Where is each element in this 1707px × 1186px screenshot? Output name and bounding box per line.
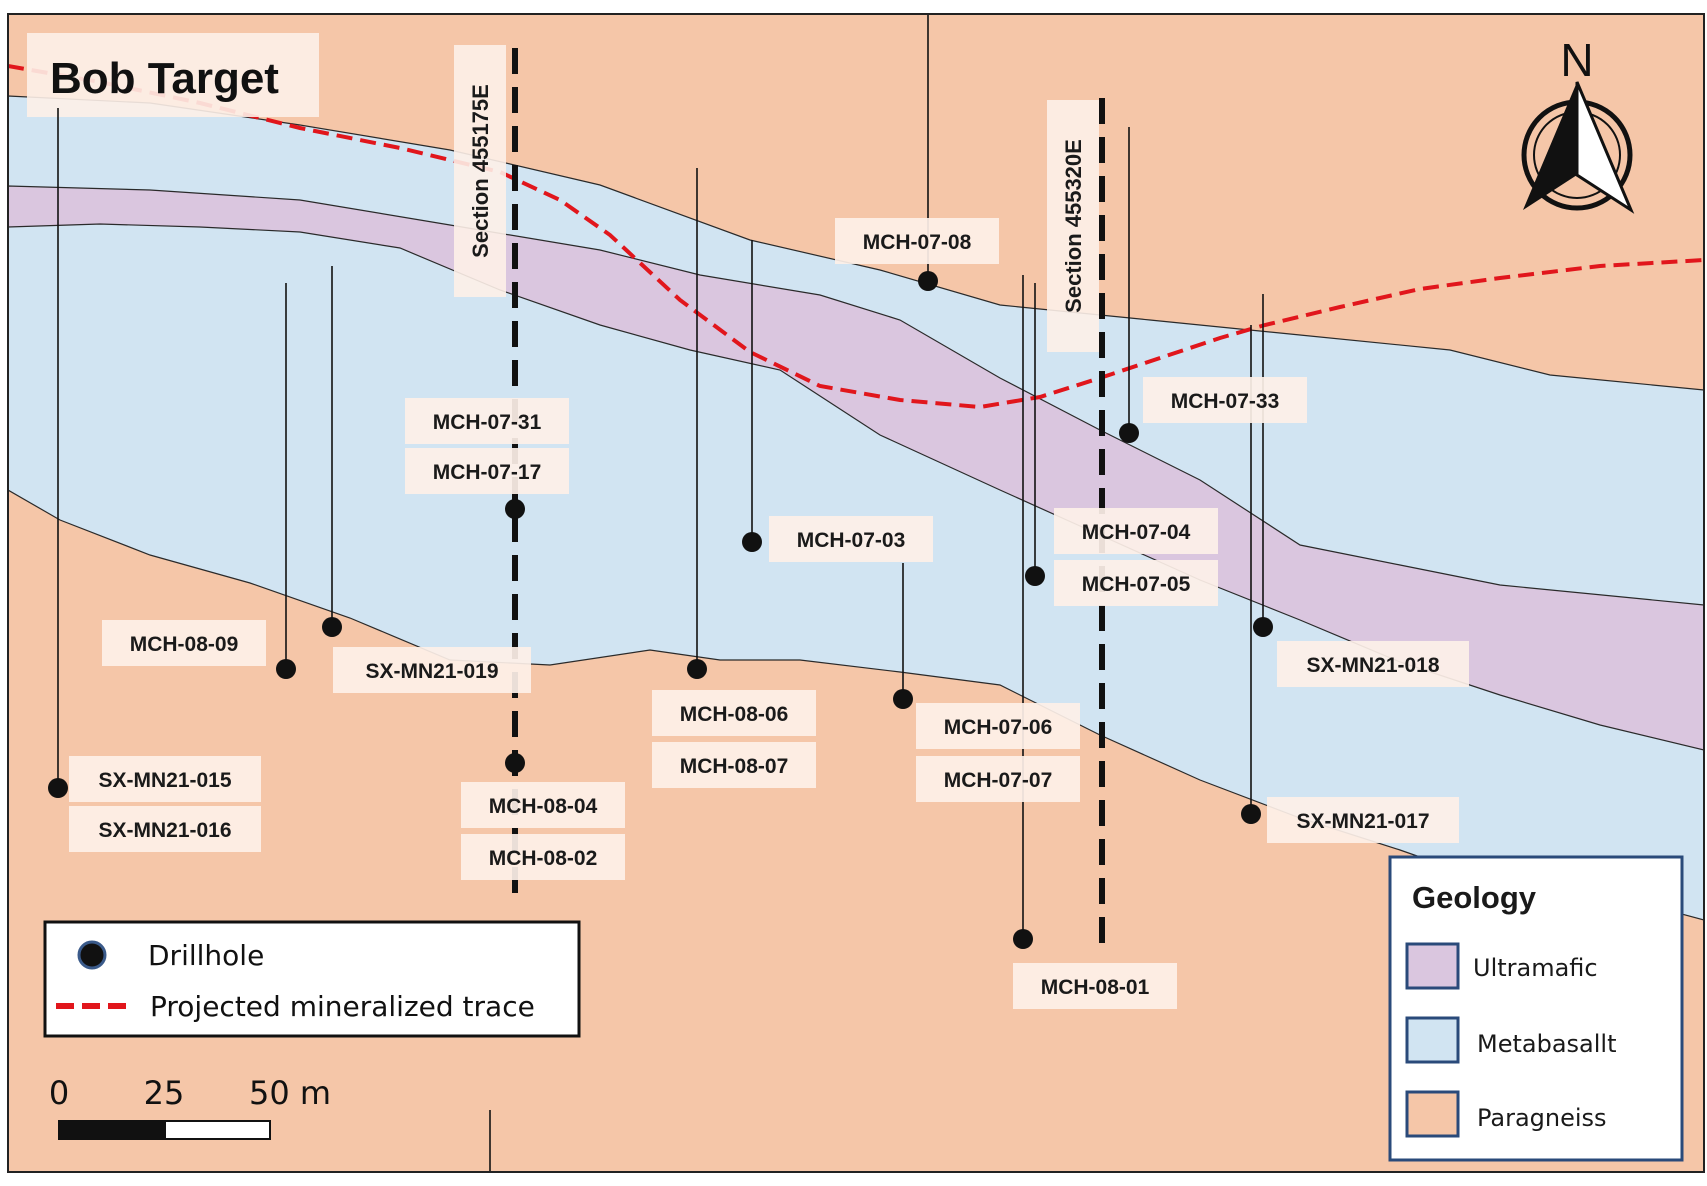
drillhole-label: MCH-07-17 (405, 448, 569, 494)
legend-label-ultramafic: Ultramafic (1473, 954, 1598, 982)
drillhole-label-text: MCH-07-03 (797, 529, 906, 552)
ultramafic-unit (8, 185, 1704, 751)
drillhole-label-text: MCH-07-33 (1171, 390, 1280, 413)
drillhole-label-text: MCH-07-05 (1082, 573, 1191, 596)
drillhole-label: MCH-08-09 (102, 620, 266, 666)
drillhole-label: MCH-08-07 (652, 742, 816, 788)
drillhole-marker[interactable] (276, 659, 296, 679)
drillhole-label: SX-MN21-017 (1267, 797, 1459, 843)
map-title: Bob Target (50, 54, 279, 103)
section-label-455320E: Section 455320E (1061, 139, 1086, 313)
drillhole-label-text: SX-MN21-019 (365, 660, 498, 683)
drillhole-label: MCH-08-02 (461, 834, 625, 880)
drillhole-marker[interactable] (1253, 617, 1273, 637)
drillhole-label: MCH-07-08 (835, 218, 999, 264)
drillhole-label-text: MCH-07-31 (433, 411, 542, 434)
drillhole-marker[interactable] (1025, 566, 1045, 586)
drillhole-marker[interactable] (48, 778, 68, 798)
drillhole-marker[interactable] (1119, 423, 1139, 443)
scale-bar-segment (164, 1120, 271, 1140)
north-arrow: N (1521, 34, 1635, 214)
drillhole-label-text: MCH-07-17 (433, 461, 542, 484)
drillhole-marker[interactable] (893, 689, 913, 709)
legend-drillhole-label: Drillhole (148, 939, 264, 972)
north-arrow-needle-right (1575, 81, 1635, 214)
drillhole-label-text: MCH-07-07 (944, 769, 1053, 792)
legend-label-paragneiss: Paragneiss (1477, 1104, 1607, 1132)
symbol-legend-box (43, 920, 581, 1038)
drillhole-marker[interactable] (742, 532, 762, 552)
drillhole-label: MCH-07-07 (916, 756, 1080, 802)
drillhole-marker[interactable] (322, 617, 342, 637)
drillhole-label: MCH-07-31 (405, 398, 569, 444)
section-label-box-455175E (454, 45, 506, 297)
drillhole-marker[interactable] (1241, 804, 1261, 824)
drillhole-label: MCH-07-05 (1054, 560, 1218, 606)
north-label: N (1560, 34, 1593, 86)
drillhole-marker[interactable] (687, 659, 707, 679)
drillhole-label-text: MCH-07-04 (1082, 521, 1191, 544)
drillhole-collars (48, 271, 1273, 949)
drillhole-label-text: SX-MN21-017 (1296, 810, 1429, 833)
drillhole-label-text: MCH-08-01 (1041, 976, 1150, 999)
legend-swatch-metabasalt (1405, 1016, 1460, 1064)
drillhole-label-text: MCH-08-06 (680, 703, 789, 726)
drillhole-label: MCH-08-04 (461, 782, 625, 828)
drillhole-marker[interactable] (505, 499, 525, 519)
scale-bar-segment (58, 1120, 166, 1140)
drillhole-label-text: MCH-08-04 (489, 795, 598, 818)
drillhole-label: MCH-07-33 (1143, 377, 1307, 423)
drillhole-label: SX-MN21-018 (1277, 641, 1469, 687)
drillhole-label-text: MCH-08-09 (130, 633, 239, 656)
drillhole-label: MCH-08-01 (1013, 963, 1177, 1009)
scale-bar: 0 25 50 m (49, 1074, 331, 1140)
legend-label-metabasalt: Metabasallt (1477, 1030, 1617, 1058)
drillhole-label: MCH-08-06 (652, 690, 816, 736)
drillhole-marker[interactable] (1013, 929, 1033, 949)
scale-tick-label: 50 m (249, 1074, 331, 1112)
legend-swatch-paragneiss (1405, 1090, 1460, 1138)
drillhole-label-text: SX-MN21-016 (98, 819, 231, 842)
drillhole-label: MCH-07-06 (916, 703, 1080, 749)
drillhole-marker[interactable] (918, 271, 938, 291)
legend-trace-label: Projected mineralized trace (150, 990, 535, 1023)
drillhole-label-text: MCH-08-07 (680, 755, 789, 778)
drillhole-marker[interactable] (505, 753, 525, 773)
legend-drillhole-symbol (77, 940, 107, 970)
title-box (27, 33, 319, 117)
drillhole-label-text: MCH-07-08 (863, 231, 972, 254)
drillhole-label-text: MCH-07-06 (944, 716, 1053, 739)
drillhole-label: MCH-07-04 (1054, 508, 1218, 554)
north-arrow-needle-left (1523, 82, 1577, 210)
drillhole-label: SX-MN21-019 (333, 647, 531, 693)
drillhole-label: SX-MN21-016 (69, 806, 261, 852)
geology-legend: Geology Ultramafic Metabasallt Paragneis… (1388, 855, 1684, 1162)
section-label-box-455320E (1047, 100, 1099, 352)
metabasalt-unit (8, 95, 1704, 921)
legend-swatch-ultramafic (1405, 942, 1460, 990)
drillhole-label-text: MCH-08-02 (489, 847, 598, 870)
map-frame (7, 13, 1705, 1173)
projected-mineralized-trace (8, 64, 1704, 410)
section-label-455175E: Section 455175E (468, 84, 493, 258)
drillhole-label-text: SX-MN21-015 (98, 769, 231, 792)
drillhole-label-text: SX-MN21-018 (1306, 654, 1439, 677)
drillhole-label: MCH-07-03 (769, 516, 933, 562)
geology-legend-title: Geology (1412, 880, 1537, 915)
scale-tick-label: 0 (49, 1074, 69, 1112)
scale-tick-label: 25 (144, 1074, 185, 1112)
drillhole-traces (57, 14, 1264, 1172)
drillhole-labels: MCH-07-08 MCH-07-33 MCH-07-31 MCH-07-17 … (69, 218, 1469, 1009)
symbol-legend: Drillhole Projected mineralized trace (43, 920, 581, 1038)
drillhole-label: SX-MN21-015 (69, 756, 261, 802)
